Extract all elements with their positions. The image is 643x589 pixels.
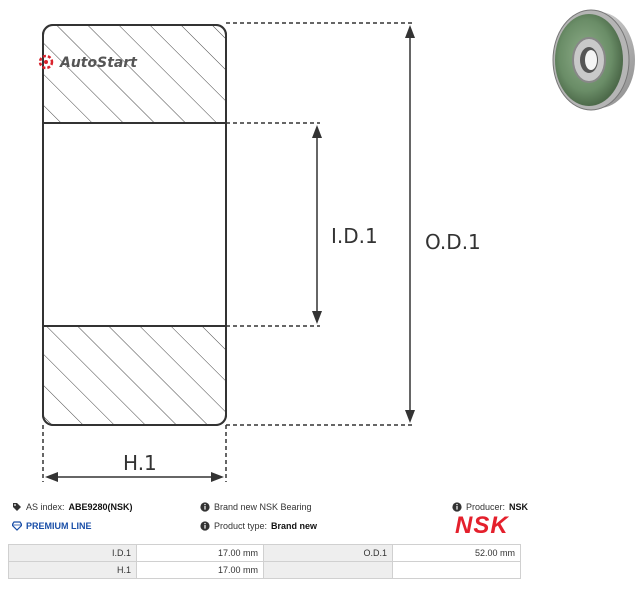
- spec-label: I.D.1: [8, 544, 137, 562]
- info-icon: [200, 502, 210, 512]
- autostart-logo: AutoStart: [38, 54, 138, 71]
- h-label: H.1: [123, 451, 157, 475]
- as-index-value: ABE9280(NSK): [68, 502, 133, 512]
- spec-value: 52.00 mm: [392, 544, 521, 562]
- product-type-label: Product type:: [214, 521, 268, 531]
- spec-table: I.D.1 17.00 mm O.D.1 52.00 mm H.1 17.00 …: [8, 544, 521, 579]
- premium-line: PREMIUM LINE: [12, 521, 92, 531]
- bearing-photo: [552, 9, 635, 111]
- id-dimension-arrow: [312, 125, 322, 324]
- table-row: H.1 17.00 mm: [8, 561, 521, 579]
- nsk-logo: NSK: [455, 512, 509, 539]
- tag-icon: [13, 503, 21, 511]
- producer-value: NSK: [509, 502, 529, 512]
- table-row: I.D.1 17.00 mm O.D.1 52.00 mm: [8, 544, 521, 562]
- spec-value: [392, 561, 521, 579]
- as-index: AS index: ABE9280(NSK): [12, 502, 133, 512]
- spec-label: [263, 561, 393, 579]
- product-type-value: Brand new: [271, 521, 318, 531]
- info-icon: [200, 521, 210, 531]
- extension-lines: [42, 22, 413, 482]
- bearing-section: [42, 24, 227, 426]
- premium-line-label: PREMIUM LINE: [26, 521, 92, 531]
- spec-value: 17.00 mm: [136, 561, 264, 579]
- info-icon: [452, 502, 462, 512]
- as-index-label: AS index:: [26, 502, 65, 512]
- product-type: Product type: Brand new: [200, 521, 317, 531]
- spec-label: H.1: [8, 561, 137, 579]
- h-dimension-arrow: [45, 472, 224, 482]
- producer: Producer: NSK: [452, 502, 528, 512]
- bearing-dimension-drawing: I.D.1 O.D.1 H.1 AutoStart: [38, 22, 481, 482]
- od-label: O.D.1: [425, 230, 481, 254]
- spec-label: O.D.1: [263, 544, 393, 562]
- producer-label: Producer:: [466, 502, 506, 512]
- brand-new-text: Brand new NSK Bearing: [214, 502, 312, 512]
- od-dimension-arrow: [405, 25, 415, 423]
- brand-new-info: Brand new NSK Bearing: [200, 502, 312, 512]
- watermark-text: AutoStart: [59, 55, 138, 71]
- spec-value: 17.00 mm: [136, 544, 264, 562]
- diamond-icon: [12, 521, 22, 531]
- id-label: I.D.1: [331, 224, 378, 248]
